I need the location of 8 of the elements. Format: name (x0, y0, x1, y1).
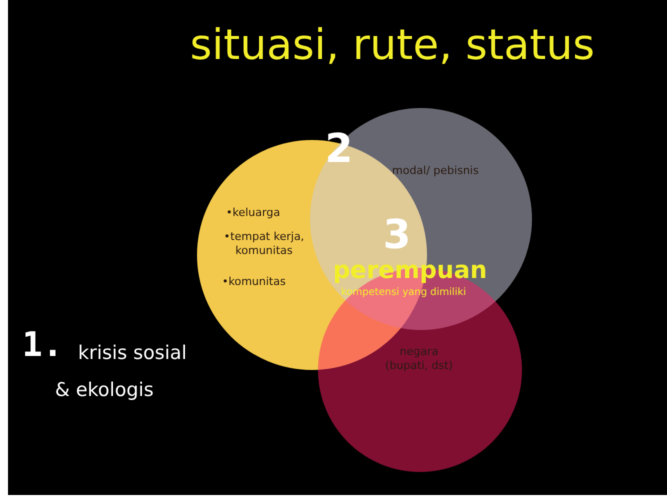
overlap-number: 3 (383, 212, 411, 258)
center-heading: perempuan (333, 256, 488, 284)
circle-text: negara (bupati, dst) (384, 345, 454, 374)
title: situasi, rute, status (190, 20, 595, 69)
circle-text: modal/ pebisnis (392, 164, 479, 178)
circle-text: •keluarga (226, 206, 280, 220)
circle-text: •komunitas (222, 275, 286, 290)
circle-text: •tempat kerja, komunitas (222, 230, 306, 259)
